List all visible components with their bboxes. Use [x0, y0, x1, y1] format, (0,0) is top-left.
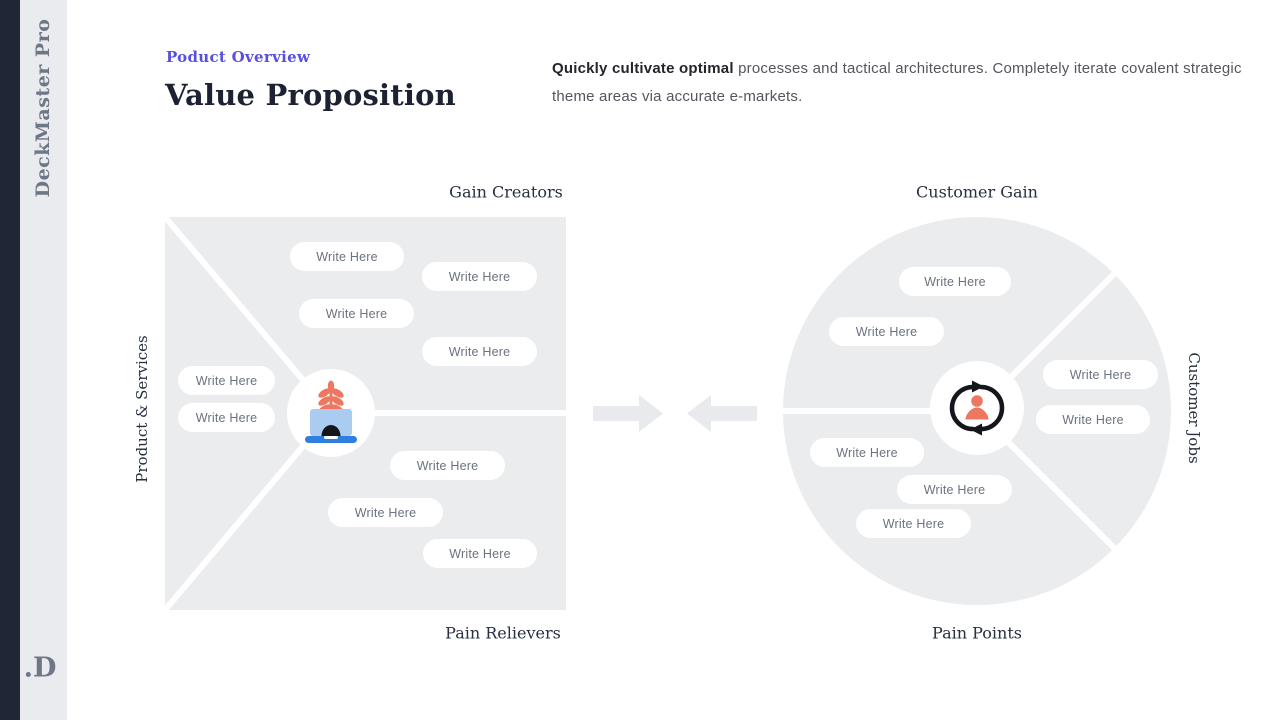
- pain-points-pill[interactable]: Write Here: [810, 438, 924, 467]
- description-body: processes and tactical architectures. Co…: [552, 60, 1242, 105]
- products-pill[interactable]: Write Here: [178, 403, 275, 432]
- slide-description: Quickly cultivate optimal processes and …: [552, 55, 1242, 111]
- page-title: Value Proposition: [165, 78, 456, 112]
- eyebrow-label: Poduct Overview: [166, 48, 311, 66]
- brand-logo: .D: [23, 652, 57, 684]
- customer-gain-label: Customer Gain: [916, 182, 1038, 202]
- laptop-plant-icon: [305, 380, 357, 443]
- sidebar-accent-bar: [0, 0, 20, 720]
- pain-relievers-pill[interactable]: Write Here: [423, 539, 537, 568]
- customer-jobs-pill[interactable]: Write Here: [1043, 360, 1158, 389]
- gain-creators-pill[interactable]: Write Here: [422, 337, 537, 366]
- customer-profile-canvas: [783, 217, 1171, 605]
- gain-creators-label: Gain Creators: [449, 182, 563, 202]
- converge-arrows-icon: [593, 395, 757, 432]
- product-services-label: Product & Services: [133, 335, 151, 483]
- value-map-dividers: [162, 215, 566, 612]
- customer-jobs-label: Customer Jobs: [1185, 352, 1203, 464]
- pain-points-pill[interactable]: Write Here: [856, 509, 971, 538]
- gain-creators-pill[interactable]: Write Here: [290, 242, 404, 271]
- pain-points-pill[interactable]: Write Here: [897, 475, 1012, 504]
- sidebar: [20, 0, 67, 720]
- brand-name: DeckMaster Pro: [32, 18, 54, 198]
- customer-cycle-icon: [949, 380, 1005, 436]
- gain-creators-pill[interactable]: Write Here: [422, 262, 537, 291]
- pain-relievers-label: Pain Relievers: [445, 623, 561, 643]
- products-pill[interactable]: Write Here: [178, 366, 275, 395]
- pain-relievers-pill[interactable]: Write Here: [390, 451, 505, 480]
- customer-gain-pill[interactable]: Write Here: [899, 267, 1011, 296]
- description-lead: Quickly cultivate optimal: [552, 60, 734, 77]
- customer-jobs-pill[interactable]: Write Here: [1036, 405, 1150, 434]
- customer-profile-dividers: [783, 217, 1171, 605]
- gain-creators-pill[interactable]: Write Here: [299, 299, 414, 328]
- customer-gain-pill[interactable]: Write Here: [829, 317, 944, 346]
- pain-points-label: Pain Points: [932, 623, 1022, 643]
- pain-relievers-pill[interactable]: Write Here: [328, 498, 443, 527]
